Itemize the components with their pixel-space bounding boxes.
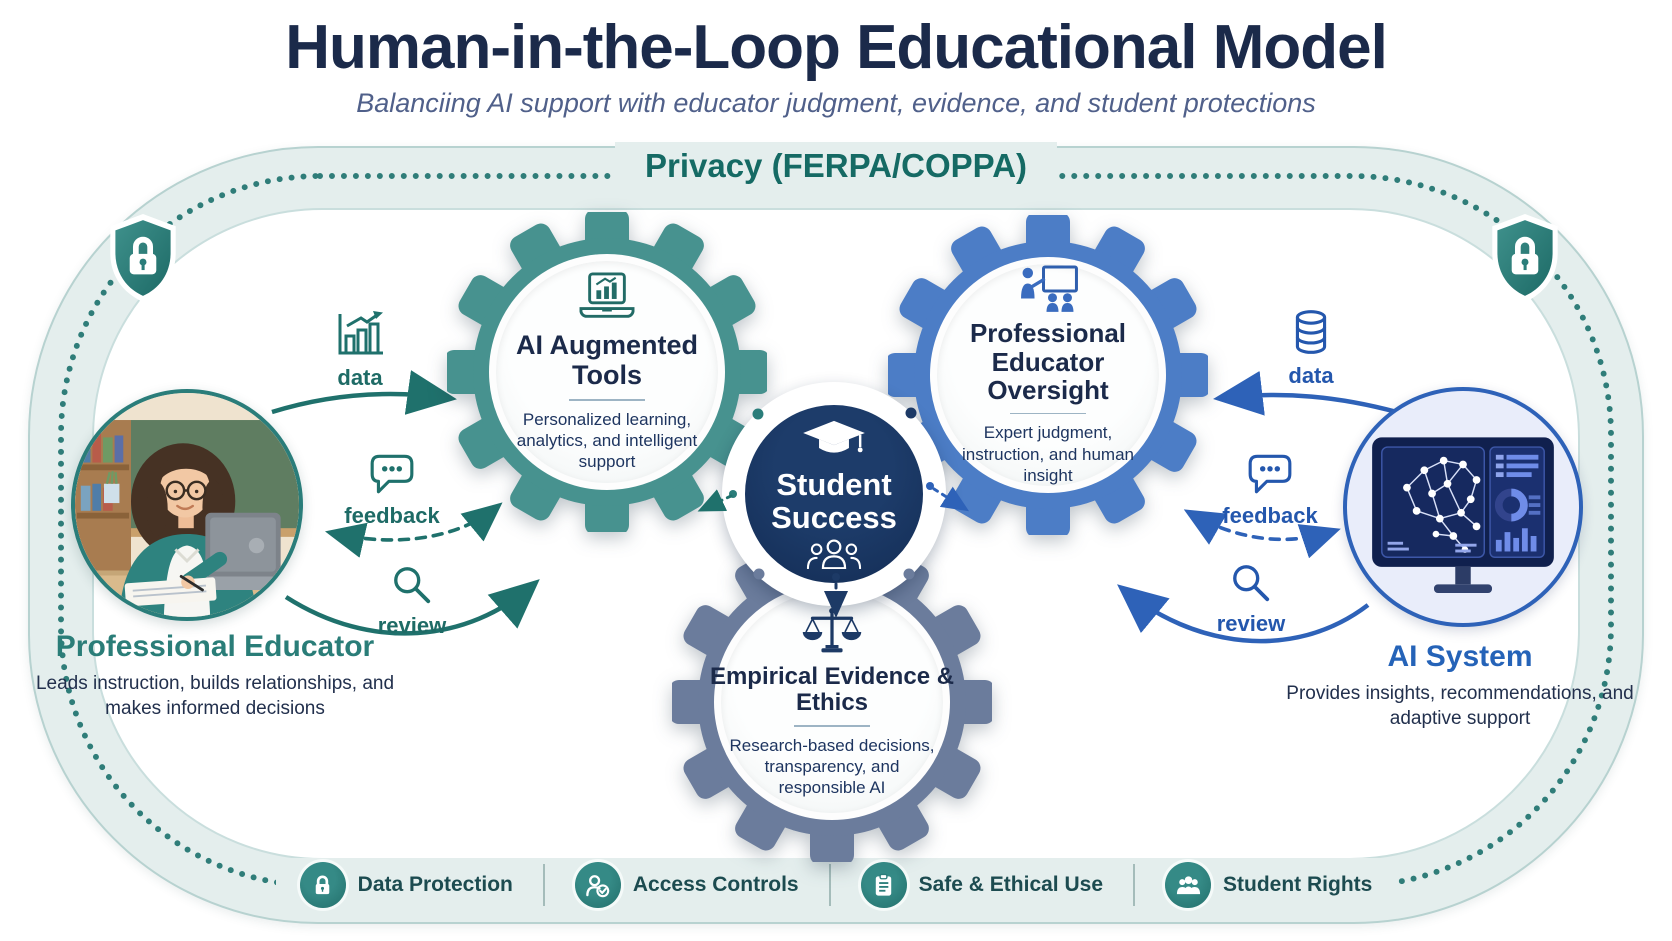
flow-feedback-left: feedback [327, 452, 457, 529]
gear-professional-educator-oversight: Professional Educator Oversight Expert j… [888, 215, 1208, 535]
divider [1010, 412, 1086, 415]
bar-chart-icon [338, 311, 383, 355]
center-title: Student Success [771, 466, 897, 535]
gear-title: AI Augmented Tools [516, 330, 698, 390]
educator-title: Professional Educator [55, 630, 375, 663]
legend-item-student-rights: Student Rights [1165, 862, 1372, 908]
legend-divider [1133, 864, 1135, 906]
flow-data-left: data [300, 310, 420, 391]
student-success-ring: Student Success [722, 382, 946, 606]
educator-caption: Professional Educator Leads instruction,… [25, 630, 405, 721]
legend-label: Access Controls [632, 873, 799, 896]
presenter-icon [1021, 265, 1078, 312]
people-icon [1165, 862, 1211, 908]
flow-label-review: review [1216, 611, 1286, 636]
teacher-at-laptop-illustration [75, 393, 299, 617]
shield-lock-icon [1486, 212, 1564, 304]
gear-content: Professional Educator Oversight Expert j… [930, 257, 1166, 493]
divider [569, 398, 645, 401]
page-title: Human-in-the-Loop Educational Model [285, 13, 1388, 82]
flow-review-left: review [352, 564, 472, 639]
graduation-cap-icon [803, 420, 865, 453]
speech-bubble-icon [370, 454, 414, 494]
speech-bubble-icon [1248, 454, 1292, 494]
gear-ai-augmented-tools: AI Augmented Tools Personalized learning… [447, 212, 767, 532]
flow-label-feedback: feedback [344, 503, 440, 528]
clipboard-icon [860, 862, 907, 908]
flow-label-data: data [337, 365, 383, 390]
ai-system-title: AI System [1387, 640, 1533, 673]
educator-description: Leads instruction, builds relationships,… [35, 673, 395, 720]
flow-data-right: data [1251, 308, 1371, 389]
lock-icon [299, 862, 346, 908]
legend-label: Data Protection [357, 873, 513, 896]
student-success-circle: Student Success [745, 405, 923, 583]
legend-item-data-protection: Data Protection [299, 862, 513, 908]
ai-system-description: Provides insights, recommendations, and … [1286, 683, 1634, 730]
ai-system-illustration [1343, 387, 1583, 627]
gear-description: Expert judgment, instruction, and human … [962, 423, 1134, 485]
students-icon [806, 539, 862, 570]
page-subtitle: Balanciing AI support with educator judg… [356, 88, 1316, 118]
legend-item-safe-ethical: Safe & Ethical Use [860, 862, 1103, 908]
flow-label-data: data [1288, 363, 1334, 388]
privacy-label: Privacy (FERPA/COPPA) [614, 142, 1058, 190]
gear-content: Empirical Evidence & Ethics Research-bas… [710, 584, 954, 820]
gear-title: Empirical Evidence & Ethics [709, 662, 955, 716]
magnifier-icon [394, 567, 431, 604]
protection-legend: Data Protection Access Controls [276, 858, 1396, 912]
user-check-icon [574, 862, 621, 908]
gear-empirical-evidence-ethics: Empirical Evidence & Ethics Research-bas… [672, 542, 992, 862]
gear-content: AI Augmented Tools Personalized learning… [489, 254, 725, 490]
database-icon [1295, 310, 1327, 354]
magnifier-icon [1233, 565, 1270, 602]
scales-icon [802, 607, 862, 653]
gear-description: Research-based decisions, transparency, … [729, 735, 935, 798]
legend-label: Safe & Ethical Use [918, 873, 1103, 896]
gear-description: Personalized learning, analytics, and in… [516, 409, 698, 472]
gear-title: Professional Educator Oversight [969, 318, 1127, 405]
ai-monitor-illustration [1372, 437, 1554, 594]
shield-lock-icon [104, 212, 182, 304]
legend-label: Student Rights [1223, 873, 1373, 896]
educator-illustration [71, 389, 303, 621]
ai-system-caption: AI System Provides insights, recommendat… [1270, 640, 1650, 731]
flow-label-feedback: feedback [1222, 503, 1318, 528]
laptop-chart-icon [579, 272, 635, 319]
legend-divider [542, 864, 545, 906]
legend-divider [828, 864, 831, 906]
flow-feedback-right: feedback [1205, 452, 1335, 529]
flow-review-right: review [1191, 562, 1311, 637]
legend-item-access-controls: Access Controls [574, 862, 799, 908]
divider [794, 724, 870, 727]
